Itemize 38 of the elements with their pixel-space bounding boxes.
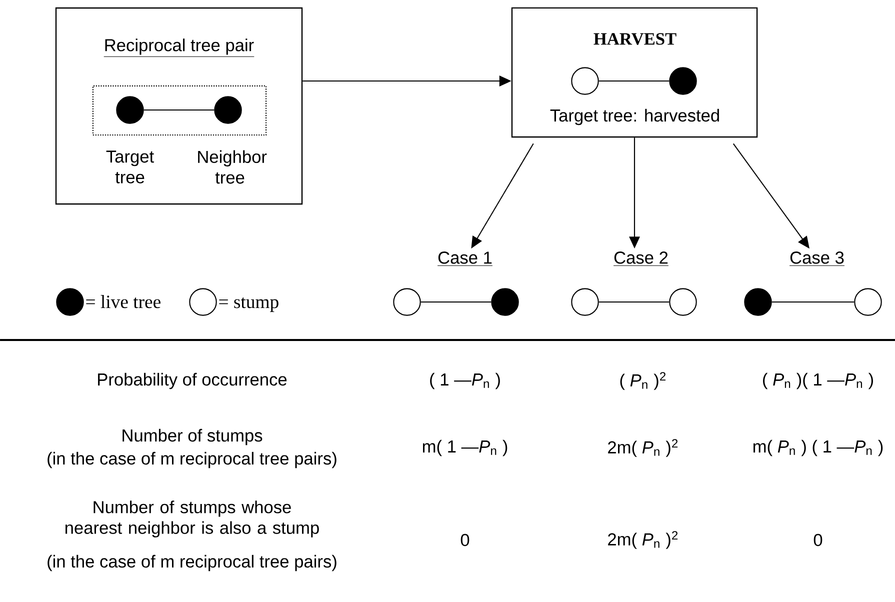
table-value: m( 1 —P$_{n}$ ) <box>422 440 508 456</box>
live-tree-dot <box>491 288 519 316</box>
case-heading: Case 2 <box>613 252 669 266</box>
table-value: 2m( P$_{n}$ )$^{2}$ <box>608 439 678 457</box>
pair-line <box>420 301 492 303</box>
legend-text: = live tree <box>86 295 160 308</box>
case-heading: Case 3 <box>789 252 845 266</box>
row-heading: Number of stumps <box>122 428 262 446</box>
stump-circle <box>393 288 421 316</box>
stump-circle <box>571 288 599 316</box>
live-tree-dot <box>116 96 144 124</box>
live-tree-dot <box>744 288 772 316</box>
stump-circle <box>669 288 697 316</box>
case-heading: Case 1 <box>437 252 493 266</box>
harvest-box: HARVEST Target tree: harvested <box>511 7 758 138</box>
row-heading: (in the case of m reciprocal tree pairs) <box>48 554 336 572</box>
stump-circle <box>854 288 882 316</box>
pair-line <box>772 301 854 303</box>
table-value: ( 1 —P$_{n}$ ) <box>430 372 500 390</box>
pair-line <box>598 301 670 303</box>
table-value: ( P$_{n}$ )( 1 —P$_{n}$ ) <box>763 372 873 390</box>
stump-circle <box>571 67 599 95</box>
row-heading: Probability of occurrence <box>98 372 287 390</box>
table-value: 0 <box>460 534 470 546</box>
live-tree-dot <box>669 67 697 95</box>
live-tree-dot <box>214 96 242 124</box>
dotted-frame <box>92 85 267 136</box>
table-value: m( P$_{n}$ ) ( 1 —P$_{n}$ ) <box>753 440 883 456</box>
table-value: 0 <box>814 534 822 546</box>
pair-line <box>144 109 214 111</box>
pair-line <box>598 80 670 82</box>
table-value: 2m( P$_{n}$ )$^{2}$ <box>608 531 678 549</box>
table-value: ( P$_{n}$ )$^{2}$ <box>620 372 666 390</box>
tree-caption: Target tree <box>106 150 154 184</box>
row-heading: (in the case of m reciprocal tree pairs) <box>48 452 336 468</box>
row-heading: Number of stumps whose nearest neighbor is also a stump <box>66 500 319 538</box>
legend-text: = stump <box>219 297 278 312</box>
tree-caption: Neighbor tree <box>198 150 267 184</box>
